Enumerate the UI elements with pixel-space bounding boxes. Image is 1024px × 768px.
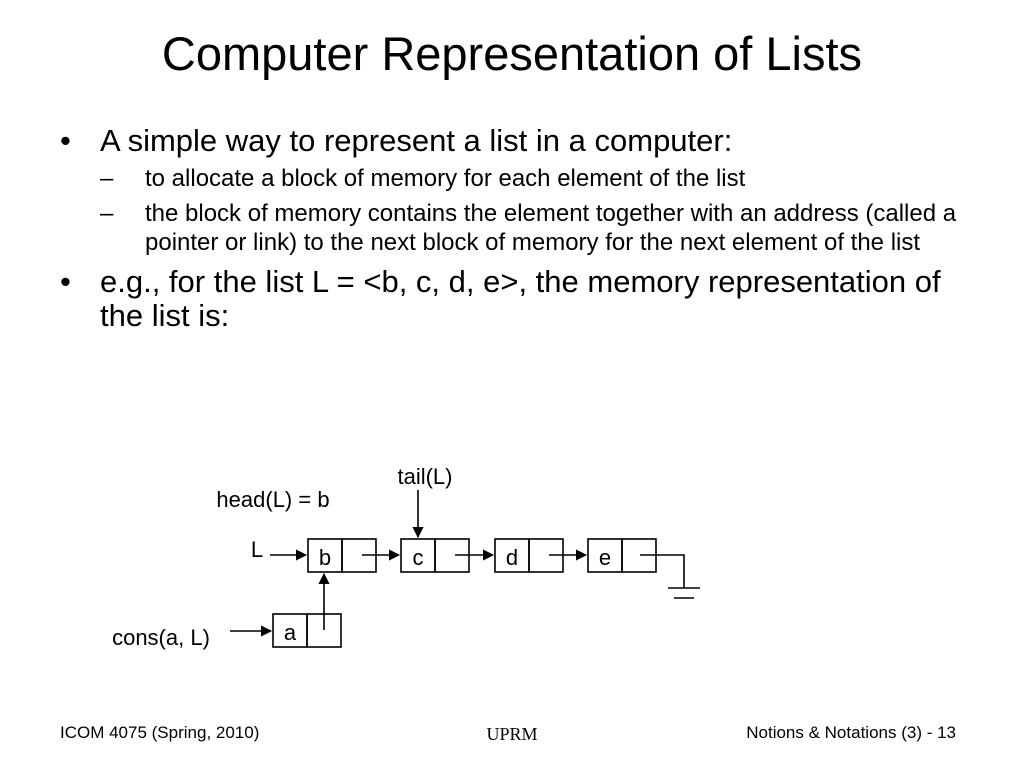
node-label-b: b [319,545,331,570]
cons-node-label: a [284,620,297,645]
bullet-list: • A simple way to represent a list in a … [60,124,980,341]
node-label-e: e [599,545,611,570]
slide-title: Computer Representation of Lists [161,27,863,80]
footer-page: Notions & Notations (3) - 13 [746,723,956,742]
bullet-marker: • [60,123,71,158]
dash-marker: – [100,200,114,227]
footer-course: ICOM 4075 (Spring, 2010) [60,723,260,742]
head-label: head(L) = b [216,487,329,512]
sub-bullet-list: – to allocate a block of memory for each… [100,164,980,257]
sub-bullet-text: the block of memory contains the element… [145,200,957,256]
cons-label: cons(a, L) [112,625,210,650]
bullet-item: • e.g., for the list L = <b, c, d, e>, t… [60,265,980,333]
bullet-text: e.g., for the list L = <b, c, d, e>, the… [100,264,941,333]
bullet-text: A simple way to represent a list in a co… [100,123,733,158]
ground-icon [640,554,700,599]
sub-bullet-item: – to allocate a block of memory for each… [100,164,980,193]
node-label-d: d [506,545,518,570]
sub-bullet-text: to allocate a block of memory for each e… [145,165,746,192]
bullet-marker: • [60,264,71,299]
node-label-c: c [413,545,424,570]
sub-bullet-item: – the block of memory contains the eleme… [100,199,980,257]
bullet-item: • A simple way to represent a list in a … [60,124,980,257]
footer-institution: UPRM [486,724,538,744]
dash-marker: – [100,165,114,192]
list-variable-label: L [251,537,263,562]
tail-label: tail(L) [397,464,452,489]
